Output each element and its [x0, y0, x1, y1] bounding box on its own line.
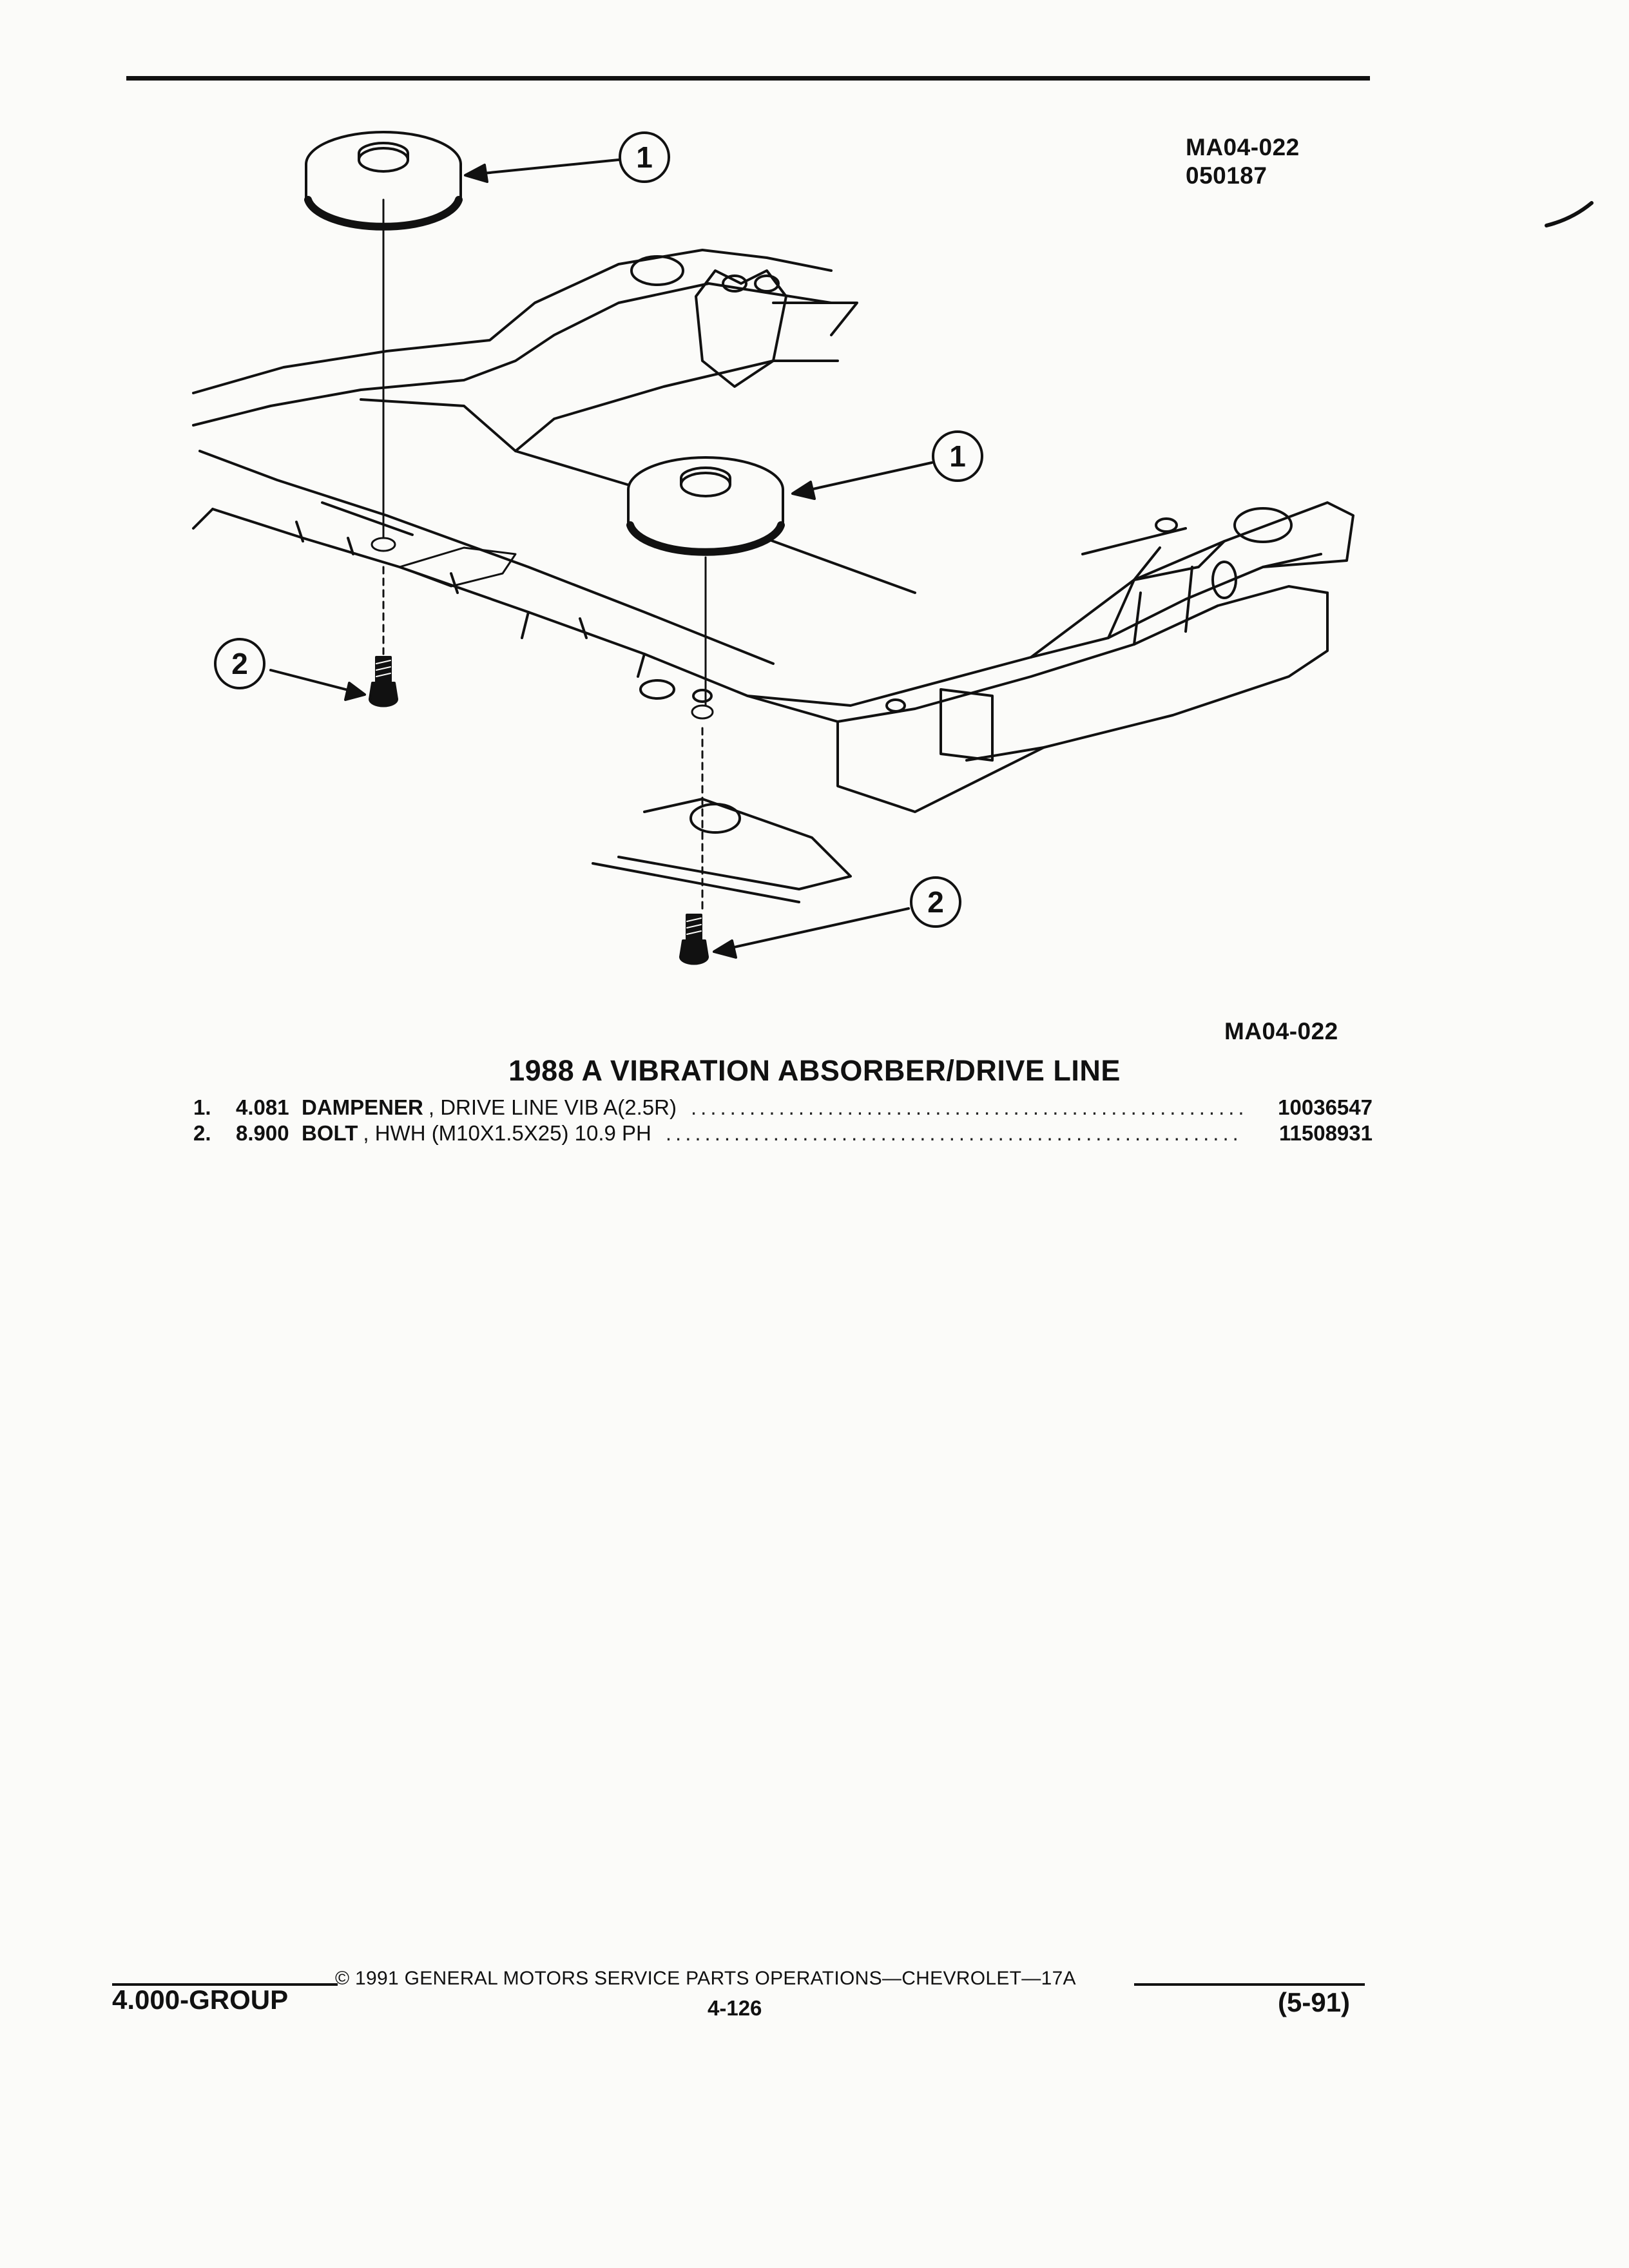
assembly-lines: [371, 198, 714, 913]
bolt-2-left: [369, 656, 398, 707]
bolt-2-right: [679, 914, 709, 965]
illustration-date: 050187: [1186, 162, 1268, 189]
part-group-number: 8.900: [236, 1121, 289, 1145]
part-index: 1.: [193, 1095, 211, 1119]
footer-page-number: 4-126: [708, 1996, 762, 2020]
section-title: 1988 A VIBRATION ABSORBER/DRIVE LINE: [508, 1054, 1121, 1087]
part-description: , HWH (M10X1.5X25) 10.9 PH: [363, 1121, 651, 1145]
part-group-number: 4.081: [236, 1095, 289, 1119]
part-number: 11508931: [1278, 1121, 1373, 1145]
leader-arrows: [269, 159, 933, 959]
callout-1-lower: 1: [949, 439, 966, 473]
dot-leader: ........................................…: [690, 1095, 1244, 1119]
part-name: BOLT: [302, 1121, 358, 1145]
footer-revision-date: (5-91): [1278, 1987, 1351, 2017]
dampener-1-lower: [626, 456, 785, 556]
parts-list-item: 1. 4.081 DAMPENER , DRIVE LINE VIB A(2.5…: [193, 1095, 1373, 1121]
callout-2-right: 2: [927, 885, 944, 919]
part-index: 2.: [193, 1121, 211, 1145]
parts-list: 1. 4.081 DAMPENER , DRIVE LINE VIB A(2.5…: [193, 1095, 1373, 1147]
header-rule: [126, 76, 1370, 81]
part-number: 10036547: [1278, 1095, 1373, 1119]
parts-list-item: 2. 8.900 BOLT , HWH (M10X1.5X25) 10.9 PH…: [193, 1121, 1373, 1147]
exploded-view-illustration: 1 1 2 2: [192, 131, 1594, 965]
page-edge-marks: [1545, 201, 1594, 227]
footer-rule-left: [112, 1983, 338, 1986]
footer-group-label: 4.000-GROUP: [112, 1984, 289, 2015]
callout-2-left: 2: [231, 647, 248, 680]
callout-1-upper: 1: [636, 140, 653, 174]
part-description: , DRIVE LINE VIB A(2.5R): [428, 1095, 677, 1119]
illustration-code: MA04-022: [1186, 134, 1300, 160]
dot-leader: ........................................…: [665, 1121, 1244, 1145]
frame-crossmember: [192, 249, 1354, 903]
part-name: DAMPENER: [302, 1095, 423, 1119]
figure-label: MA04-022: [1224, 1018, 1338, 1044]
callout-circles: [214, 131, 983, 928]
footer-copyright: © 1991 GENERAL MOTORS SERVICE PARTS OPER…: [335, 1968, 1076, 1989]
footer-rule-right: [1134, 1983, 1365, 1986]
